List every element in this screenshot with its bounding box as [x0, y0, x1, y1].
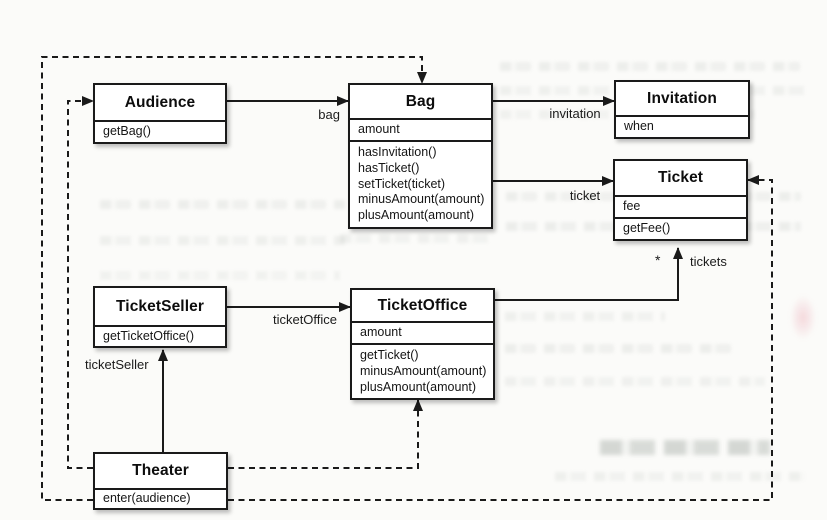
method: setTicket(ticket)	[358, 176, 446, 191]
edge-label-invitation: invitation	[549, 106, 601, 121]
edge-ticketoffice-ticket	[495, 247, 683, 301]
attribute: amount	[360, 325, 402, 340]
class-invitation: Invitation when	[614, 80, 750, 139]
method: enter(audience)	[103, 491, 191, 506]
class-attributes: amount	[352, 321, 493, 343]
edge-label-ticketoffice: ticketOffice	[272, 312, 338, 327]
method: getTicketOffice()	[103, 328, 194, 343]
class-methods: getTicket() minusAmount(amount) plusAmou…	[352, 343, 493, 398]
class-title: Audience	[124, 93, 196, 111]
class-ticketoffice: TicketOffice amount getTicket() minusAmo…	[350, 288, 495, 401]
attribute: fee	[623, 199, 641, 214]
class-theater: Theater enter(audience)	[93, 452, 228, 510]
attribute: when	[624, 119, 654, 134]
method: getFee()	[623, 221, 671, 236]
class-methods: hasInvitation() hasTicket() setTicket(ti…	[350, 140, 491, 227]
method: hasInvitation()	[358, 145, 437, 159]
class-ticketseller: TicketSeller getTicketOffice()	[93, 286, 227, 348]
edge-label-ticketseller: ticketSeller	[85, 357, 149, 372]
dep-theater-audience	[67, 96, 94, 469]
class-title: Theater	[132, 462, 189, 479]
class-attributes: amount	[350, 118, 491, 140]
class-title: TicketSeller	[116, 297, 204, 315]
class-title: Invitation	[647, 89, 717, 107]
method: plusAmount(amount)	[360, 379, 477, 394]
class-title: Ticket	[657, 169, 704, 186]
method: minusAmount(amount)	[358, 192, 485, 207]
edge-label-ticket: ticket	[569, 188, 601, 203]
class-ticket: Ticket fee getFee()	[613, 159, 748, 241]
method: getTicket()	[360, 348, 419, 362]
class-methods: enter(audience)	[95, 488, 226, 508]
edge-multiplicity-tickets: *	[655, 252, 661, 268]
edge-label-bag: bag	[318, 107, 340, 122]
class-attributes: fee	[615, 195, 746, 217]
method: minusAmount(amount)	[360, 363, 487, 378]
attribute: amount	[358, 122, 400, 137]
dep-theater-ticketoffice	[228, 399, 423, 469]
class-audience: Audience getBag()	[93, 83, 227, 144]
class-bag: Bag amount hasInvitation() hasTicket() s…	[348, 83, 493, 229]
class-methods: getFee()	[615, 217, 746, 239]
method: plusAmount(amount)	[358, 208, 475, 223]
edge-label-tickets: tickets	[690, 254, 727, 269]
class-methods: getTicketOffice()	[95, 325, 225, 346]
method: hasTicket()	[358, 160, 420, 175]
class-methods: getBag()	[95, 120, 225, 142]
class-title: Bag	[405, 92, 436, 110]
method: getBag()	[103, 124, 151, 139]
class-attributes: when	[616, 115, 748, 137]
class-title: TicketOffice	[377, 296, 468, 314]
